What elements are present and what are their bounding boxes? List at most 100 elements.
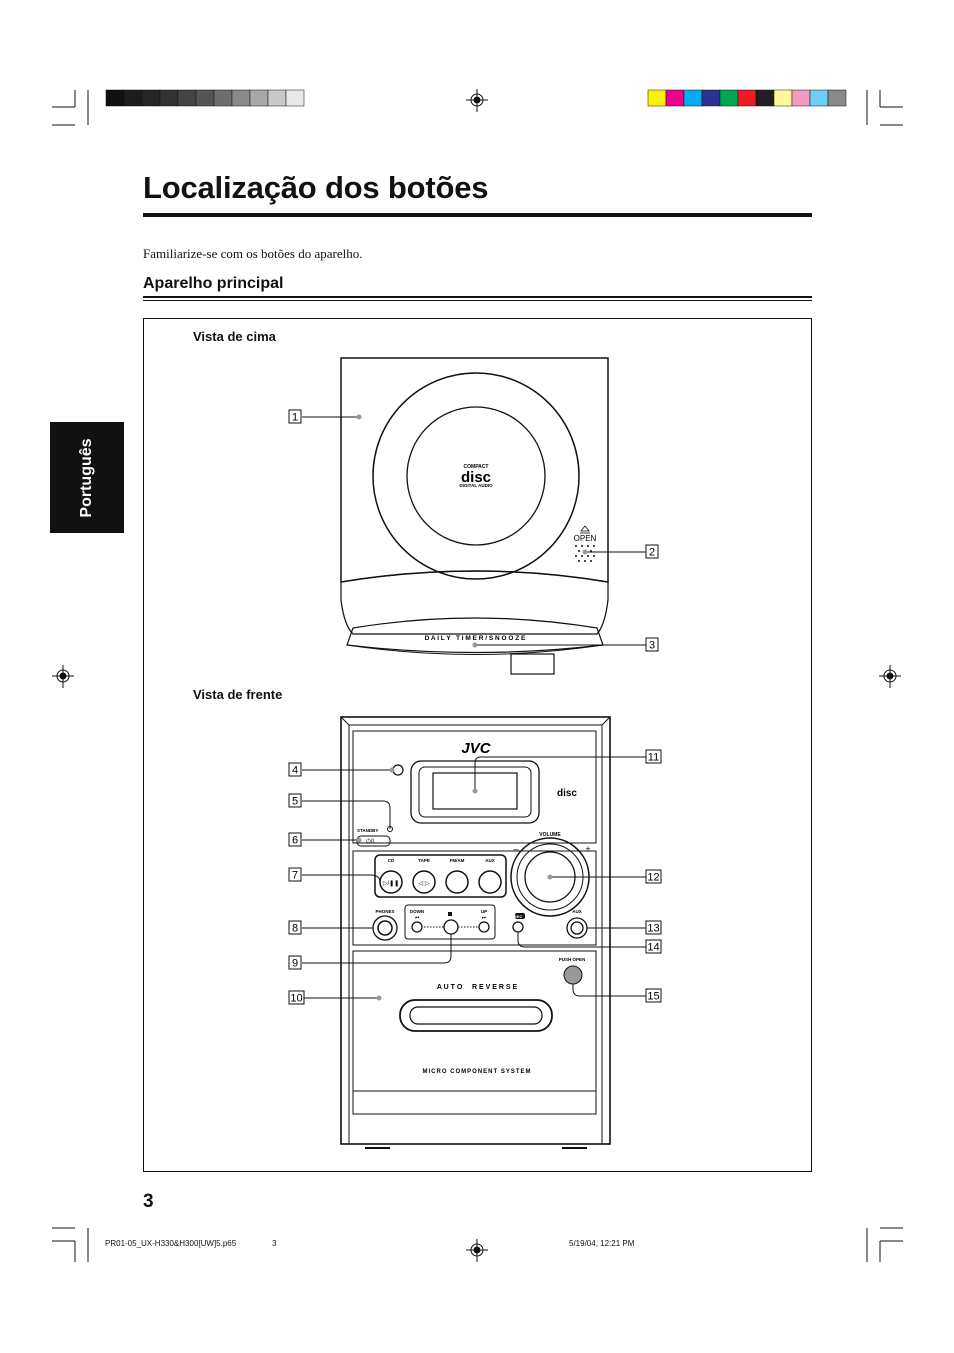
callout-5: 5 [288, 793, 302, 808]
svg-text:5: 5 [292, 796, 298, 808]
down-button [411, 921, 423, 933]
aux-jack [570, 921, 584, 935]
auto-reverse-label: A U T O R E V E R S E [437, 984, 518, 991]
gray-swatch [285, 89, 305, 107]
svg-text:2: 2 [649, 547, 655, 559]
callout-6: 6 [288, 832, 302, 847]
up-button [478, 921, 490, 933]
volume-plus: + [585, 844, 590, 854]
callout-10: 10 [288, 990, 305, 1005]
registration-mark-left [52, 665, 74, 688]
play-pause-icon: ▷/❚❚ [383, 880, 399, 887]
up-label: UP [481, 909, 487, 914]
phones-label: PHONES [375, 909, 394, 914]
svg-text:7: 7 [292, 870, 298, 882]
tape-label: TAPE [418, 858, 430, 863]
front-disc-logo: disc [557, 788, 577, 799]
aux-jack-outer [566, 917, 588, 939]
page-title: Localização dos botões [143, 170, 489, 205]
callout-14: 14 [645, 939, 662, 954]
page-number: 3 [143, 1191, 154, 1212]
phones-jack [377, 920, 393, 936]
color-calibration-bar [647, 89, 847, 107]
cd-lid [372, 372, 580, 580]
registration-mark-bottom [466, 1239, 488, 1262]
callout-15: 15 [645, 988, 662, 1003]
svg-text:13: 13 [647, 923, 659, 935]
stop-icon [448, 912, 452, 916]
callout-9: 9 [288, 955, 302, 970]
front-view-label: Vista de frente [193, 687, 283, 702]
registration-mark-top [466, 89, 488, 112]
phones-jack-outer [372, 915, 398, 941]
callout-leaders [302, 416, 646, 999]
svg-text:14: 14 [647, 942, 659, 954]
svg-text:11: 11 [648, 752, 659, 764]
top-view-drawing [340, 357, 609, 675]
push-open-button [563, 965, 583, 985]
skip-back-icon: ⏮ [415, 915, 420, 921]
callout-4: 4 [288, 762, 302, 777]
power-icon: ⏻/I [366, 838, 374, 845]
skip-button-panel [404, 904, 496, 940]
figure-frame [143, 318, 812, 1172]
title-rule [143, 213, 812, 217]
fm-am-label: FM/AM [450, 858, 465, 863]
disc-logo-top: COMPACT [464, 464, 489, 470]
aux-label: AUX [572, 909, 582, 914]
open-label: OPEN [574, 534, 597, 543]
standby-label: STANDBY [357, 828, 378, 833]
footer-timestamp: 5/19/04, 12:21 PM [569, 1239, 635, 1248]
intro-text: Familiarize-se com os botões do aparelho… [143, 246, 363, 261]
push-open-label: PUSH OPEN [559, 957, 586, 962]
svg-text:4: 4 [292, 765, 298, 777]
svg-text:1: 1 [292, 412, 298, 424]
system-label: MICRO COMPONENT SYSTEM [422, 1069, 531, 1075]
callout-13: 13 [645, 920, 662, 935]
rec-button [512, 921, 524, 933]
disc-logo-bottom: DIGITAL AUDIO [459, 483, 493, 488]
svg-text:3: 3 [649, 640, 655, 652]
fm-am-button [445, 870, 469, 894]
stop-button [443, 919, 459, 935]
section-rule-thin [143, 300, 812, 301]
callout-2: 2 [645, 544, 659, 559]
footer-page: 3 [272, 1239, 277, 1248]
disc-logo: disc [461, 469, 491, 486]
callout-8: 8 [288, 920, 302, 935]
brand-logo: JVC [461, 740, 491, 757]
rec-label: REC [514, 914, 523, 919]
svg-text:10: 10 [290, 993, 302, 1005]
eject-icon [580, 525, 590, 532]
cd-window [406, 406, 546, 546]
volume-label: VOLUME [539, 832, 561, 838]
callout-dots [356, 414, 588, 1001]
grayscale-calibration-bar [105, 89, 305, 107]
svg-text:15: 15 [647, 991, 659, 1003]
svg-text:12: 12 [647, 872, 659, 884]
callout-3: 3 [645, 637, 659, 652]
volume-minus: – [513, 844, 518, 854]
cd-label: CD [388, 858, 395, 863]
top-view-label: Vista de cima [193, 329, 276, 344]
section-rule [143, 296, 812, 298]
rec-badge [515, 913, 525, 919]
open-button-dots [575, 545, 595, 562]
callout-11: 11 [645, 749, 662, 764]
footer-file-name: PR01-05_UX-H330&H300[UW]5.p65 [105, 1239, 237, 1248]
down-label: DOWN [410, 909, 424, 914]
callout-12: 12 [645, 869, 662, 884]
language-tab: Português [50, 422, 124, 533]
aux-source-button [478, 870, 502, 894]
aux-source-label: AUX [485, 858, 495, 863]
skip-forward-icon: ⏭ [482, 915, 487, 921]
timer-snooze-label: D A I L Y T I M E R / S N O O Z E [425, 635, 526, 642]
cassette-door [399, 999, 553, 1032]
callout-1: 1 [288, 409, 302, 424]
svg-text:9: 9 [292, 958, 298, 970]
callout-7: 7 [288, 867, 302, 882]
svg-text:8: 8 [292, 923, 298, 935]
